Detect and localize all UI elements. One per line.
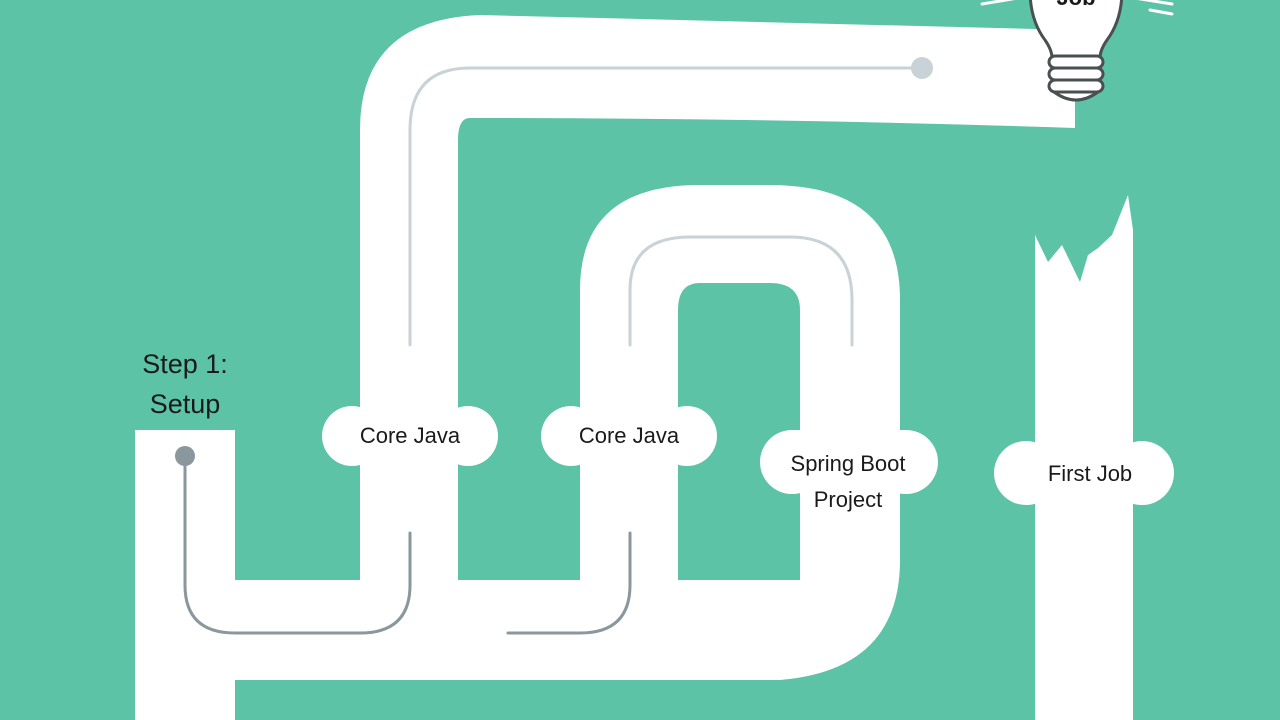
top-arch-pipe [360,15,1075,580]
bulb-label: Job [1056,0,1095,10]
track-2 [408,66,924,347]
node-spring-boot-project: Spring Boot Project [760,396,938,526]
inner-tracks [183,66,924,635]
start-label-line-2: Setup [150,389,221,419]
node-label-line-2: Project [814,487,882,512]
node-cloud-shape [322,377,498,493]
path-pipe [135,15,1133,720]
node-cloud-shape [541,377,717,493]
light-bulb-icon: Job [980,0,1174,102]
start-dot [175,446,195,466]
node-core-java-1: Core Java [322,377,498,493]
start-label-line-1: Step 1: [142,349,228,379]
track-3 [506,531,632,635]
bulb-socket [1047,54,1105,102]
track-1 [183,453,412,635]
node-label: Core Java [579,423,680,448]
node-core-java-2: Core Java [541,377,717,493]
node-cloud-shape [760,396,938,526]
node-cloud-shape [994,412,1174,532]
middle-arch-pipe [580,185,900,680]
end-dot [911,57,933,79]
node-first-job: First Job [994,412,1174,532]
node-label-line-1: Spring Boot [791,451,906,476]
node-label: Core Java [360,423,461,448]
node-label: First Job [1048,461,1132,486]
start-label: Step 1: Setup [142,349,228,419]
track-4 [628,235,854,347]
bulb-rays [980,0,1174,16]
bottom-pipe [135,580,700,720]
